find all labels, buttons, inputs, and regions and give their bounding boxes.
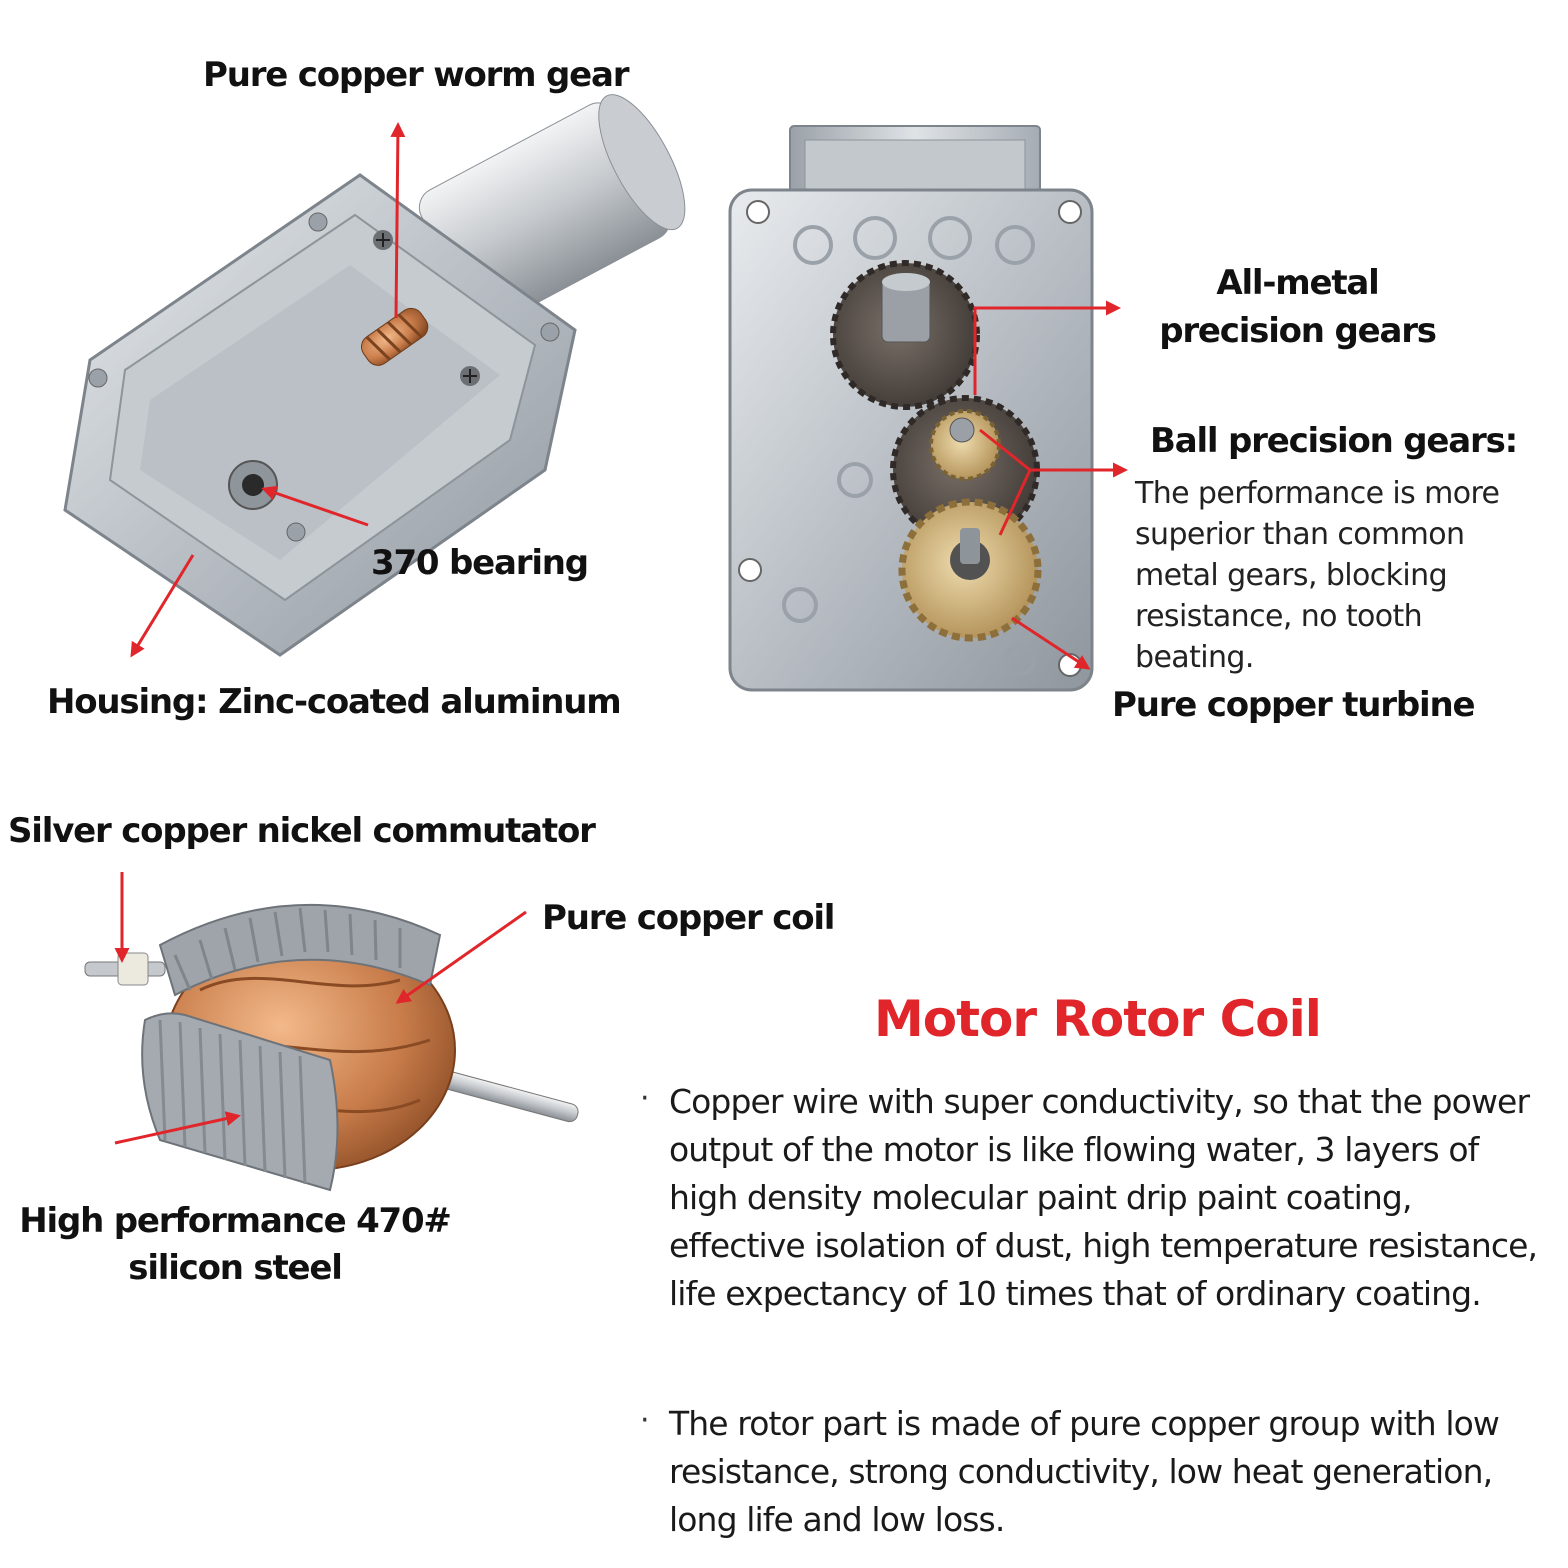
gear-plate-image bbox=[728, 125, 1128, 692]
arrow-coil bbox=[395, 910, 527, 1004]
rotor-image bbox=[84, 872, 579, 1192]
arrow-turbine bbox=[1011, 616, 1091, 670]
ball-gears-desc-line: beating. bbox=[1135, 640, 1254, 675]
steel-label-line1: High performance 470# bbox=[19, 1201, 452, 1241]
worm-gear-label: Pure copper worm gear bbox=[203, 55, 630, 95]
arrow-steel bbox=[114, 1111, 241, 1145]
bullet-dot: · bbox=[640, 1081, 650, 1116]
ball-gears-title: Ball precision gears: bbox=[1150, 421, 1518, 461]
bullet-dot: · bbox=[640, 1403, 650, 1438]
all-metal-label-line1: All-metal bbox=[1216, 263, 1379, 303]
arrow-worm-gear bbox=[390, 122, 406, 319]
arrow-all-metal bbox=[973, 300, 1121, 395]
arrow-housing bbox=[130, 554, 195, 658]
steel-label-line2: silicon steel bbox=[128, 1248, 343, 1288]
ball-gears-desc-line: metal gears, blocking bbox=[1135, 558, 1448, 593]
bullet-item: · The rotor part is made of pure copper … bbox=[640, 1400, 1555, 1544]
arrow-bearing bbox=[261, 485, 369, 527]
housing-label: Housing: Zinc-coated aluminum bbox=[47, 682, 622, 722]
bullet-text: The rotor part is made of pure copper gr… bbox=[669, 1404, 1500, 1539]
turbine-label: Pure copper turbine bbox=[1112, 685, 1476, 725]
bullet-item: · Copper wire with super conductivity, s… bbox=[640, 1078, 1555, 1318]
ball-gears-desc-line: The performance is more bbox=[1135, 476, 1500, 511]
section-title: Motor Rotor Coil bbox=[874, 990, 1322, 1048]
gearbox-housing-image bbox=[63, 94, 686, 658]
ball-gears-desc-line: superior than common bbox=[1135, 517, 1465, 552]
all-metal-label-line2: precision gears bbox=[1159, 311, 1437, 351]
ball-gears-description: The performance is more superior than co… bbox=[1135, 473, 1555, 678]
coil-label: Pure copper coil bbox=[542, 898, 835, 938]
bearing-label: 370 bearing bbox=[371, 543, 589, 583]
commutator-label: Silver copper nickel commutator bbox=[8, 811, 596, 851]
bullet-text: Copper wire with super conductivity, so … bbox=[669, 1082, 1538, 1313]
ball-gears-desc-line: resistance, no tooth bbox=[1135, 599, 1423, 634]
